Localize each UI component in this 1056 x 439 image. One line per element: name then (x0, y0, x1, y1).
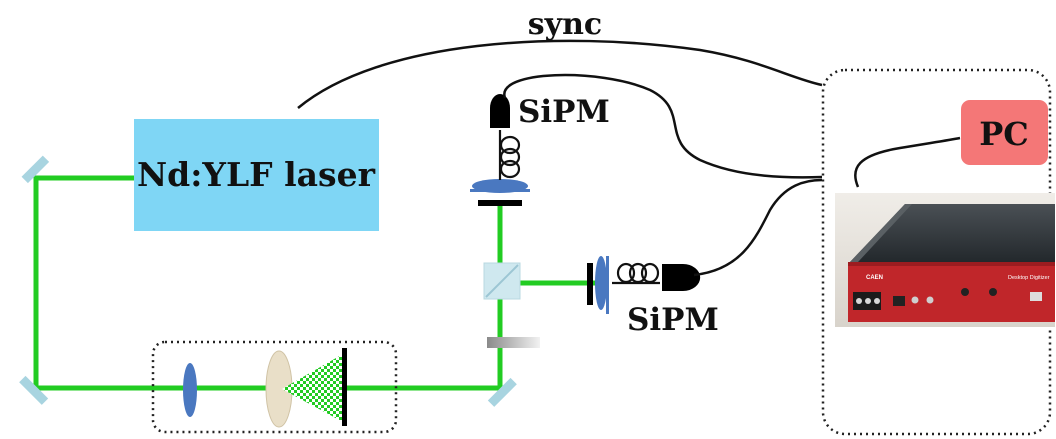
pc-cable (853, 136, 961, 188)
aperture-icon (478, 200, 522, 206)
lens-icon (183, 363, 197, 417)
aperture-icon (587, 263, 593, 305)
digitizer-model: Desktop Digitizer (1008, 275, 1050, 281)
mirror-icon (19, 375, 49, 405)
aperture-icon (342, 348, 347, 426)
sipm-right-label: SiPM (627, 302, 719, 338)
digitizer-group-box (821, 68, 1052, 436)
sipm-detector-icon (490, 94, 510, 128)
sync-cable (297, 39, 823, 109)
laser-label: Nd:YLF laser (137, 155, 376, 194)
pc-label: PC (979, 115, 1029, 153)
sync-label: sync (528, 7, 602, 42)
pc-box[interactable] (961, 100, 1048, 165)
optics-group-box (151, 340, 398, 434)
scattered-light-cone (282, 354, 343, 422)
mirror-icon (487, 377, 517, 407)
lens-icon (595, 256, 607, 310)
signal-cable (503, 73, 823, 179)
sipm-detector-icon (662, 264, 701, 291)
fiber-coil-icon (498, 130, 521, 180)
sipm-top-label: SiPM (518, 94, 610, 130)
mirror-icon (21, 155, 50, 184)
laser-box (134, 119, 379, 231)
digitizer-photo-icon: CAEN Desktop Digitizer (835, 193, 1055, 327)
fiber-coil-icon (612, 262, 660, 285)
digitizer-brand: CAEN (866, 275, 883, 281)
beam-dump-icon (487, 337, 540, 348)
signal-cable (693, 178, 823, 277)
